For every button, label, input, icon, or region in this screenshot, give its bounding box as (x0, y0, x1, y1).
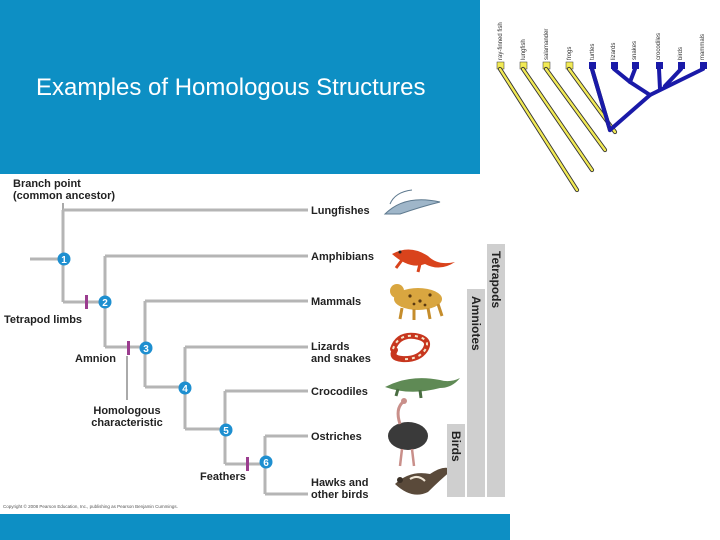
node-5-label: 5 (223, 426, 229, 437)
amnion-label: Amnion (75, 353, 116, 365)
top-amniote-branches (590, 67, 705, 132)
birds-bar (447, 424, 465, 497)
branch-point-label-line1: Branch point (13, 178, 81, 190)
node-1-label: 1 (61, 255, 67, 266)
taxon-lizards-line1: Lizards (311, 341, 350, 353)
character-bars (85, 295, 249, 471)
feathers-label: Feathers (200, 471, 246, 483)
slide-title: Examples of Homologous Structures (36, 74, 426, 101)
hawk-image (395, 467, 452, 495)
char-bar-amnion (127, 341, 130, 355)
tetrapod-limbs-label: Tetrapod limbs (4, 314, 82, 326)
leopard-image (390, 284, 444, 320)
char-bar-tetrapod-limbs (85, 295, 88, 309)
node-5-circle (219, 423, 233, 437)
phylogeny-svg: Branch point (common ancestor) (3, 178, 505, 509)
copyright-text: Copyright © 2008 Pearson Education, Inc.… (3, 503, 178, 509)
ostrich-image (388, 398, 428, 467)
top-taxon-6: snakes (632, 41, 638, 60)
top-cladogram: ray-finned fish lungfish salamander frog… (480, 0, 720, 200)
snake-image (390, 332, 430, 363)
crocodile-image (385, 378, 460, 399)
node-2-circle (98, 295, 112, 309)
taxon-hawks-line1: Hawks and (311, 477, 368, 489)
node-4-label: 4 (182, 384, 188, 395)
node-1-circle (57, 252, 71, 266)
node-6-label: 6 (263, 458, 269, 469)
top-taxon-1: lungfish (521, 39, 527, 60)
node-6-circle (259, 455, 273, 469)
tree-branches (30, 208, 308, 496)
top-taxon-4: turtles (590, 44, 596, 60)
birds-label: Birds (449, 431, 463, 462)
amniotes-bar (467, 289, 485, 497)
node-markers: 1 2 3 4 5 6 (57, 252, 273, 469)
top-taxon-8: birds (678, 47, 684, 60)
homologous-label-line1: Homologous (93, 405, 160, 417)
taxon-ostriches: Ostriches (311, 431, 362, 443)
tetrapods-bar (487, 244, 505, 497)
group-bars (447, 244, 505, 497)
branch-point-label-line2: (common ancestor) (13, 190, 115, 202)
char-bar-feathers (246, 457, 249, 471)
taxon-lizards-line2: and snakes (311, 353, 371, 365)
node-2-label: 2 (102, 298, 108, 309)
top-taxon-9: mammals (700, 34, 706, 60)
top-cladogram-svg: ray-finned fish lungfish salamander frog… (496, 22, 707, 193)
homologous-label-line2: characteristic (91, 417, 163, 429)
top-taxon-0: ray-finned fish (498, 22, 504, 60)
taxon-amphibians: Amphibians (311, 251, 374, 263)
tetrapods-label: Tetrapods (489, 251, 503, 308)
salamander-image (392, 249, 455, 273)
node-3-circle (139, 341, 153, 355)
right-blank-panel (510, 200, 720, 540)
lungfish-image (383, 189, 441, 215)
top-taxon-5: lizards (611, 43, 617, 60)
top-taxon-7: crocodiles (656, 33, 662, 60)
top-tips (496, 61, 707, 70)
node-3-label: 3 (143, 344, 149, 355)
top-taxon-2: salamander (544, 29, 550, 60)
taxon-crocodiles: Crocodiles (311, 386, 368, 398)
amniotes-label: Amniotes (469, 296, 483, 351)
taxon-hawks-line2: other birds (311, 489, 368, 501)
taxon-mammals: Mammals (311, 296, 361, 308)
phylogeny-figure: Branch point (common ancestor) (0, 174, 510, 514)
taxon-lungfishes: Lungfishes (311, 205, 370, 217)
top-taxon-3: frogs (567, 47, 573, 60)
node-4-circle (178, 381, 192, 395)
